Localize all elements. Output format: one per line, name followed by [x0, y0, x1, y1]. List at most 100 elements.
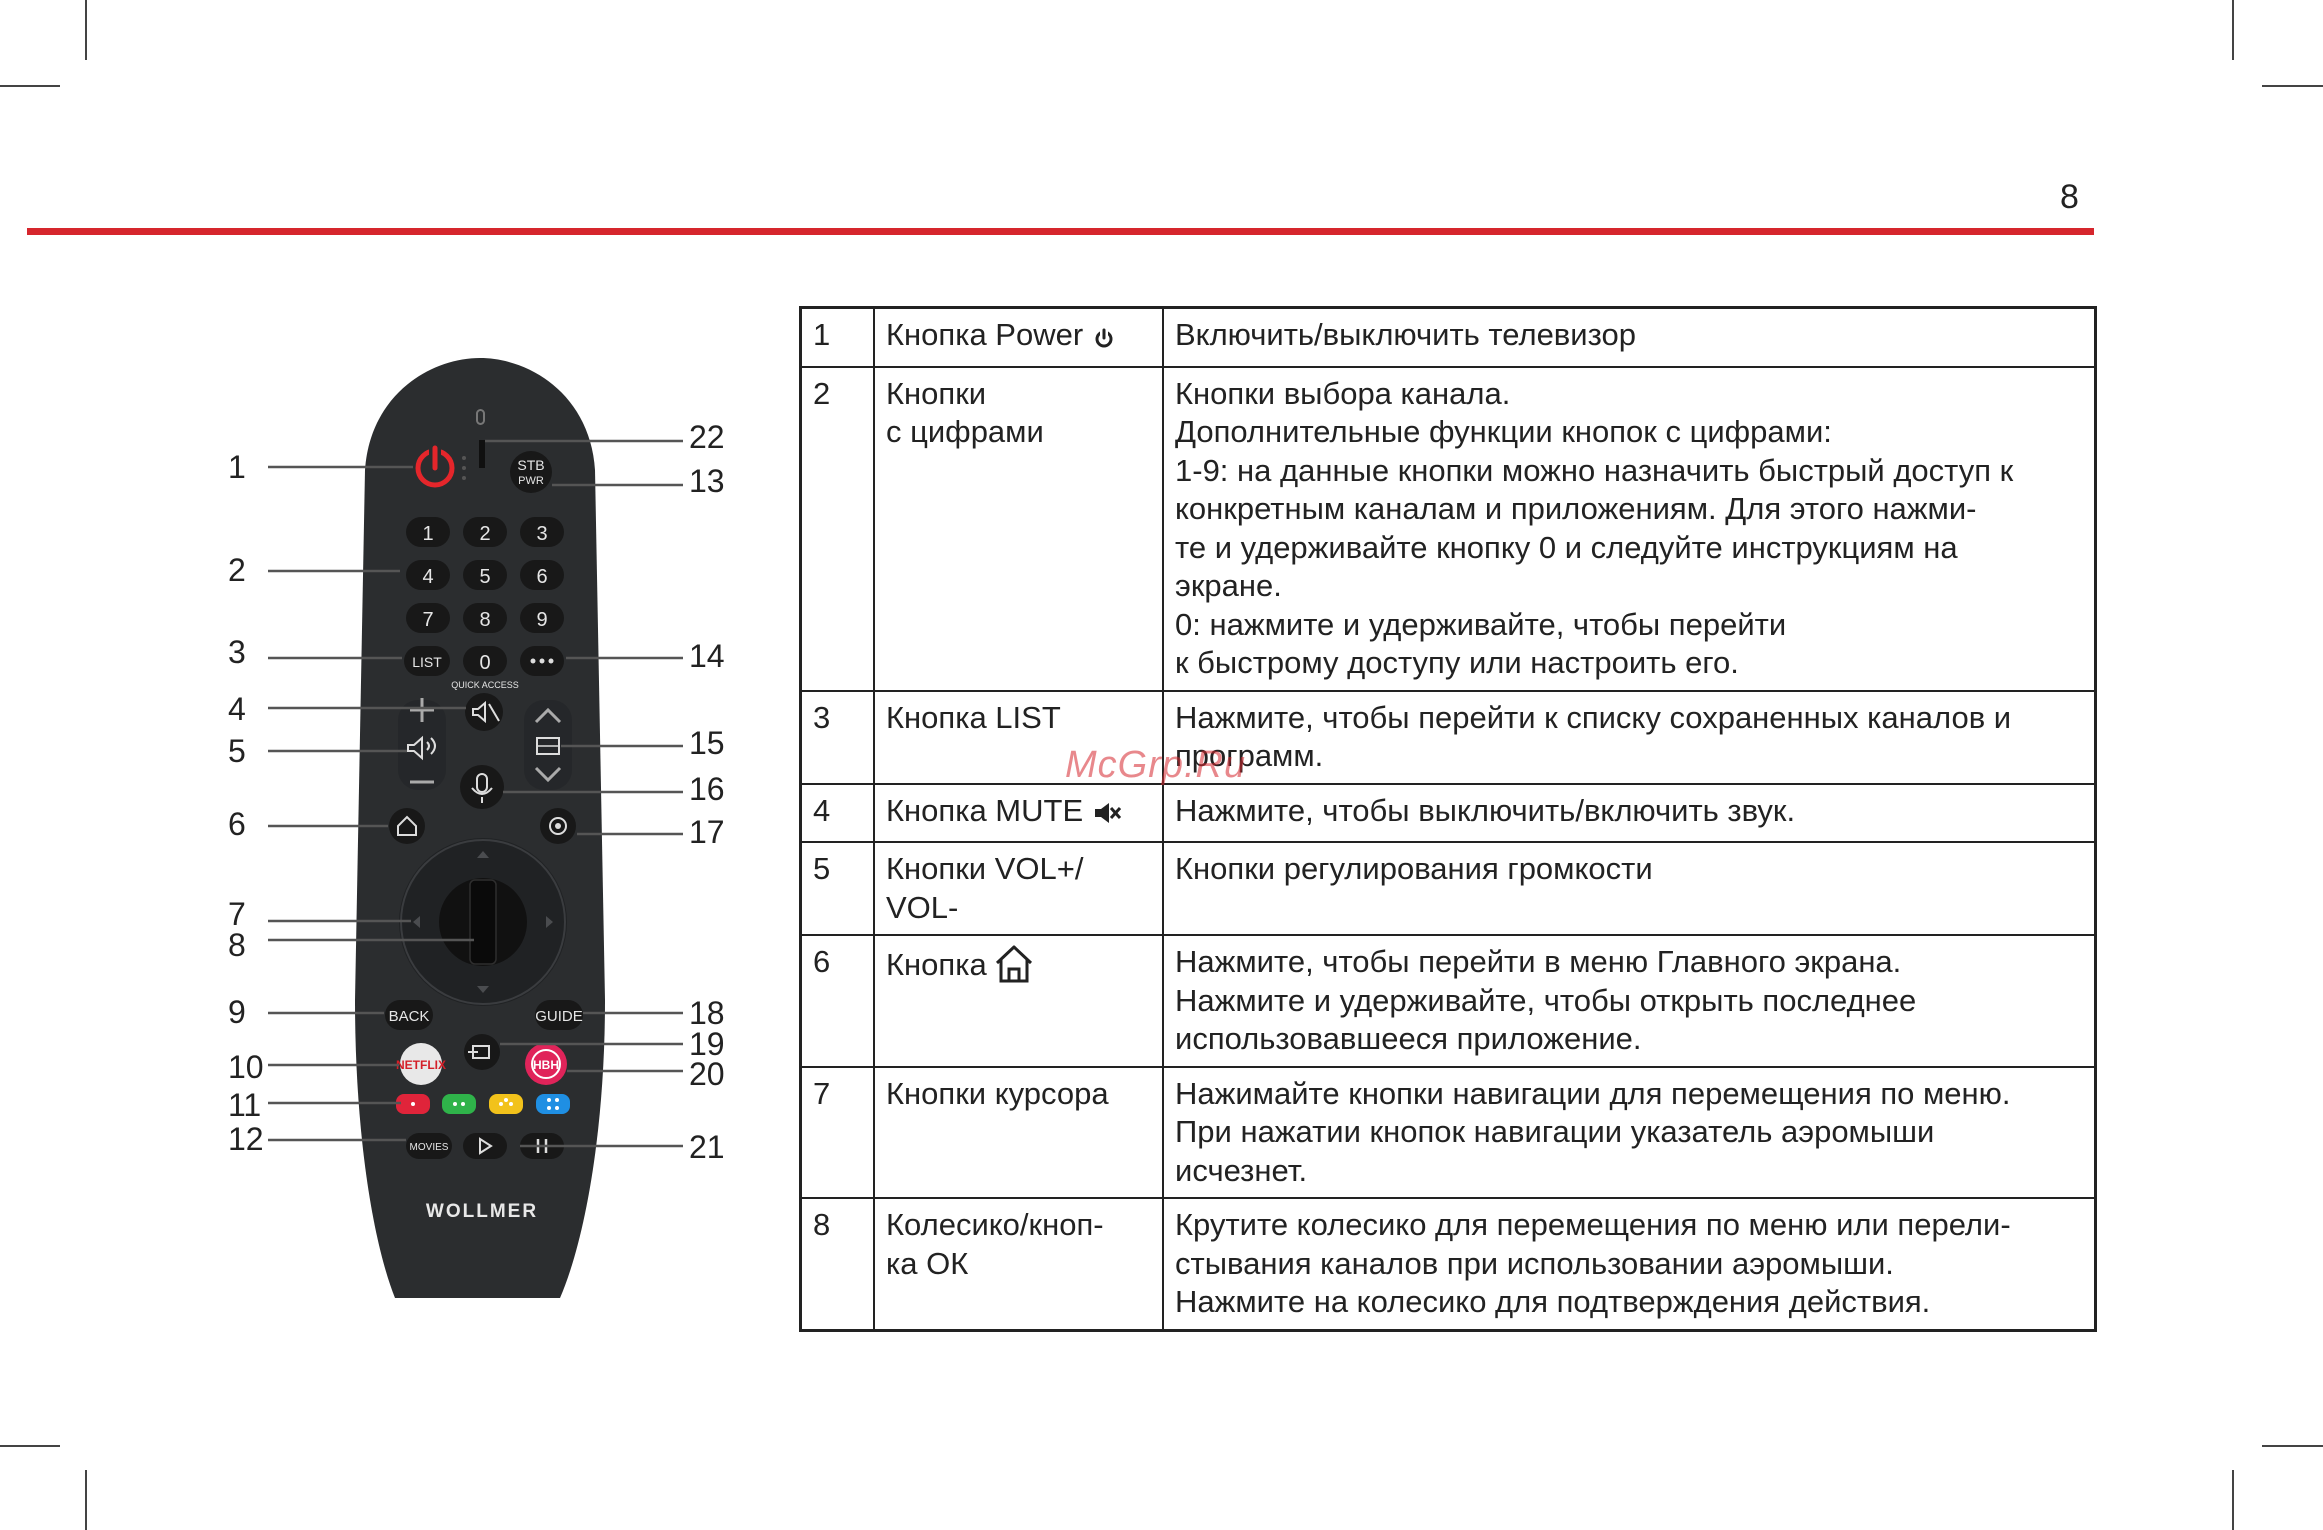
power-icon	[1093, 320, 1115, 359]
svg-text:5: 5	[479, 566, 490, 588]
mute-button-icon	[465, 693, 503, 731]
crop-mark	[2262, 1445, 2323, 1447]
button-name-line: Кнопки	[886, 375, 987, 411]
button-name-line: Кнопка	[886, 947, 987, 982]
play-button-icon	[463, 1133, 507, 1159]
callout-13: 13	[689, 463, 725, 499]
button-name-line: Кнопки курсора	[886, 1075, 1109, 1111]
leader-lines	[268, 439, 683, 1148]
callout-17: 17	[689, 814, 725, 850]
description-line: Нажимайте кнопки навигации для перемещен…	[1175, 1075, 2011, 1111]
crop-mark	[2232, 1470, 2234, 1530]
row-number: 6	[799, 934, 875, 1068]
mic-indicator-icon	[476, 409, 485, 468]
settings-button-icon	[540, 808, 576, 844]
svg-text:8: 8	[479, 609, 490, 631]
color-keys	[396, 1094, 570, 1114]
description-line: Нажмите и удерживайте, чтобы открыть пос…	[1175, 982, 1917, 1018]
button-name: Кнопки курсора	[873, 1065, 1164, 1199]
row-number: 4	[799, 782, 875, 843]
callout-3: 3	[228, 634, 246, 670]
row-number: 7	[799, 1065, 875, 1199]
callout-5: 5	[228, 733, 246, 769]
description-line: экране.	[1175, 568, 1282, 603]
callout-21: 21	[689, 1129, 725, 1165]
svg-text:HBH: HBH	[533, 1058, 559, 1072]
crop-mark	[0, 85, 60, 87]
movies-button: MOVIES	[406, 1133, 452, 1159]
description-line: программ.	[1175, 738, 1324, 773]
button-name: Кнопка Power	[873, 306, 1164, 368]
description-line: конкретным каналам и приложениям. Для эт…	[1175, 491, 1977, 526]
description-line: использовавшееся приложение.	[1175, 1021, 1642, 1056]
description-line: При нажатии кнопок навигации указатель а…	[1175, 1114, 1935, 1149]
callout-2: 2	[228, 552, 246, 588]
svg-text:BACK: BACK	[389, 1008, 430, 1025]
description-line: к быстрому доступу или настроить его.	[1175, 645, 1739, 680]
svg-text:9: 9	[536, 609, 547, 631]
callout-18: 18	[689, 995, 725, 1031]
button-description: Нажмите, чтобы перейти к списку сохранен…	[1162, 689, 2097, 785]
button-description: Нажмите, чтобы перейти в меню Главного э…	[1162, 934, 2097, 1068]
svg-text:LIST: LIST	[412, 654, 442, 670]
description-line: те и удерживайте кнопку 0 и следуйте инс…	[1175, 529, 1958, 565]
row-number: 3	[799, 689, 875, 785]
description-line: Крутите колесико для перемещения по меню…	[1175, 1207, 2011, 1242]
svg-text:7: 7	[422, 609, 433, 631]
callout-22: 22	[689, 419, 725, 455]
button-name-line: VOL-	[886, 889, 959, 925]
callout-7: 7	[228, 896, 246, 932]
home-icon	[993, 943, 1035, 995]
button-description: Нажимайте кнопки навигации для перемещен…	[1162, 1065, 2097, 1199]
row-number: 8	[799, 1197, 875, 1331]
svg-text:GUIDE: GUIDE	[535, 1008, 583, 1025]
description-line: Кнопки выбора канала.	[1175, 375, 1511, 411]
button-name: Кнопка	[873, 934, 1164, 1068]
button-name: Кнопка LIST	[873, 689, 1164, 785]
description-line: 1-9: на данные кнопки можно назначить бы…	[1175, 452, 2014, 488]
volume-rocker	[398, 698, 446, 790]
hbh-button: HBH	[525, 1043, 567, 1085]
description-line: Дополнительные функции кнопок с цифрами:	[1175, 414, 1832, 449]
button-name-line: Колесико/кноп-	[886, 1207, 1104, 1242]
description-line: Включить/выключить телевизор	[1175, 317, 1636, 352]
button-name-line: Кнопка LIST	[886, 699, 1061, 735]
callout-1: 1	[228, 449, 246, 485]
row-number: 2	[799, 365, 875, 692]
description-line: Нажмите, чтобы выключить/включить звук.	[1175, 792, 1796, 828]
button-description: Включить/выключить телевизор	[1162, 306, 2097, 368]
callout-11: 11	[228, 1087, 261, 1123]
channel-rocker	[524, 700, 572, 790]
callout-4: 4	[228, 691, 246, 727]
quick-access-label: QUICK ACCESS	[451, 680, 519, 690]
digit-keypad: 1 2 3 4 5 6 7 8 9	[406, 517, 564, 633]
svg-text:3: 3	[536, 523, 547, 545]
callout-8: 8	[228, 927, 246, 963]
list-button: LIST	[404, 646, 450, 676]
button-description: Кнопки выбора канала.Дополнительные функ…	[1162, 365, 2097, 692]
callout-20: 20	[689, 1056, 725, 1092]
button-name: Колесико/кноп-ка ОК	[873, 1197, 1164, 1331]
more-button	[520, 646, 564, 676]
header-rule	[27, 228, 2094, 235]
row-number: 5	[799, 841, 875, 936]
guide-button: GUIDE	[535, 1000, 583, 1030]
button-description: Кнопки регулирования громкости	[1162, 841, 2097, 936]
button-description: Нажмите, чтобы выключить/включить звук.	[1162, 782, 2097, 843]
button-name: Кнопки VOL+/VOL-	[873, 841, 1164, 936]
callout-16: 16	[689, 771, 725, 807]
button-description: Крутите колесико для перемещения по меню…	[1162, 1197, 2097, 1331]
callout-12: 12	[228, 1121, 264, 1157]
svg-text:2: 2	[479, 523, 490, 545]
svg-text:STB: STB	[517, 457, 544, 473]
callout-9: 9	[228, 994, 246, 1030]
table-row: 7 Кнопки курсора Нажимайте кнопки навигаци…	[799, 1065, 2097, 1199]
mute-icon	[1093, 796, 1122, 835]
crop-mark	[0, 1445, 60, 1447]
